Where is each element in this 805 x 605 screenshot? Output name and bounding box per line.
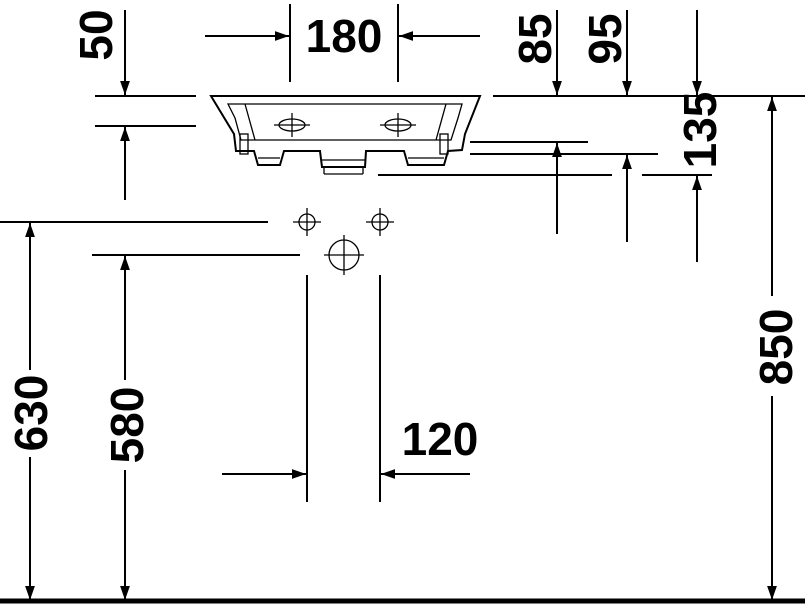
dim-label-supply-height: 630 — [5, 375, 57, 452]
tap-hole-left-icon — [274, 113, 310, 137]
tap-hole-right-icon — [380, 113, 416, 137]
dim-label-top-gap: 50 — [70, 9, 122, 60]
drain-outlet-icon — [324, 235, 364, 275]
dimension-arrows — [25, 10, 777, 600]
dim-label-depth-a: 85 — [509, 13, 561, 64]
dim-label-basin-height: 135 — [674, 92, 726, 169]
dim-label-drain-height: 580 — [101, 387, 153, 464]
extension-lines — [0, 4, 805, 502]
water-supply-right-icon — [366, 208, 394, 236]
dim-label-depth-b: 95 — [579, 13, 631, 64]
dim-label-rim-height: 850 — [750, 309, 802, 386]
dim-label-tap-hole-spacing: 180 — [306, 10, 383, 62]
wash-basin-outline — [209, 95, 482, 175]
dim-label-supply-spacing: 120 — [402, 413, 479, 465]
water-supply-left-icon — [293, 208, 321, 236]
